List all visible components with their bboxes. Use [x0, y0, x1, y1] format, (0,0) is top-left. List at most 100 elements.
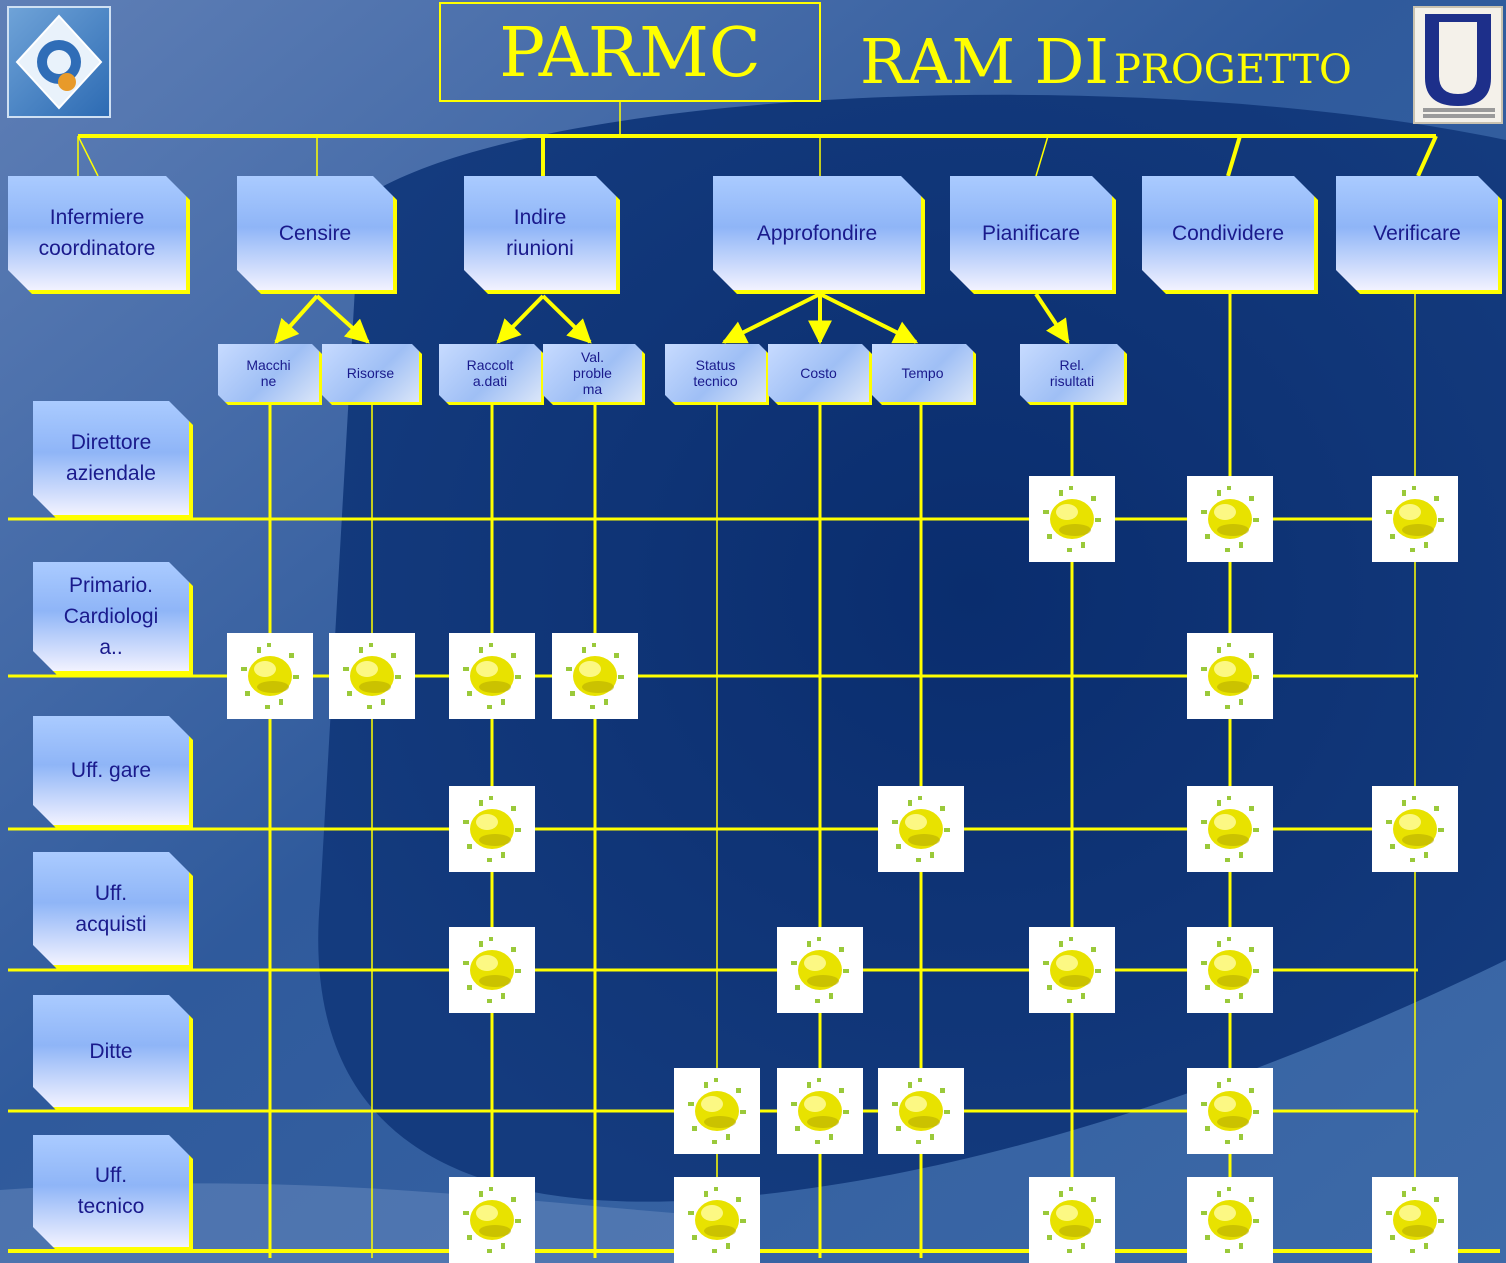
- role-primario-label-line: Cardiologi: [63, 605, 159, 628]
- subtask-tempo-label-line: Tempo: [901, 365, 944, 381]
- role-acquisti-label-line: Uff.: [94, 881, 128, 905]
- role-acquisti: Uff. acquisti: [33, 852, 193, 969]
- action-header-condividere: Condividere: [1142, 176, 1318, 294]
- assignment-marker-icon: [674, 1068, 760, 1154]
- assignment-marker-icon: [1187, 633, 1273, 719]
- role-acquisti-label: Uff. acquisti: [75, 878, 146, 940]
- assignment-marker-icon: [1187, 1068, 1273, 1154]
- action-header-indire-label-line: riunioni: [506, 237, 574, 260]
- action-header-indire: Indire riunioni: [464, 176, 620, 294]
- bus-drop-pianificare: [1035, 135, 1049, 177]
- role-acquisti-label-line: acquisti: [75, 912, 147, 936]
- assignment-marker-icon: [878, 1068, 964, 1154]
- role-tecnico-label-line: tecnico: [77, 1195, 145, 1218]
- role-direttore-label-line: Direttore: [70, 431, 152, 454]
- title-ram: RAM DI PROGETTO: [860, 22, 1380, 118]
- action-header-pianificare: Pianificare: [950, 176, 1116, 294]
- title-ram-big: RAM DI: [860, 25, 1109, 98]
- role-primario-label: Primario. Cardiologi a..: [64, 570, 159, 663]
- subtask-tempo-label: Tempo: [901, 365, 943, 381]
- role-direttore-label-line: aziendale: [66, 462, 156, 485]
- action-header-censire-label-line: Censire: [278, 221, 352, 245]
- subtask-valproblema-label-line: proble: [573, 365, 612, 381]
- action-header-approfondire-label: Approfondire: [757, 218, 877, 249]
- bus-drop-infermiere-diag: [77, 135, 99, 177]
- action-header-indire-label-line: Indire: [513, 206, 567, 229]
- subtask-risorse-label-line: Risorse: [346, 365, 395, 381]
- role-primario-label-line: Primario.: [68, 574, 153, 597]
- subtask-risorse-label: Risorse: [347, 365, 394, 381]
- subtask-raccolta-label-line: Raccolt: [466, 357, 514, 373]
- title-parmc: PARMC: [499, 14, 761, 93]
- assignment-marker-icon: [674, 1177, 760, 1263]
- action-header-indire-label: Indire riunioni: [506, 202, 574, 264]
- assignment-marker-icon: [878, 786, 964, 872]
- subtask-valproblema-label-line: Val.: [580, 349, 605, 365]
- left-logo: [7, 6, 111, 118]
- subtask-relrisultati: Rel.risultati: [1020, 344, 1127, 405]
- assignment-marker-icon: [1029, 476, 1115, 562]
- assignment-marker-icon: [449, 927, 535, 1013]
- role-direttore: Direttore aziendale: [33, 401, 193, 519]
- assignment-marker-icon: [329, 633, 415, 719]
- role-ditte-label: Ditte: [89, 1036, 132, 1067]
- arrow-indire-raccolta: [496, 294, 545, 344]
- subtask-status-label-line: Status: [695, 357, 736, 373]
- subtask-raccolta-label-line: a.dati: [472, 373, 508, 389]
- role-primario-label-line: a..: [99, 636, 123, 659]
- right-logo: [1413, 6, 1503, 124]
- action-header-infermiere-label-line: coordinatore: [38, 237, 156, 260]
- bus-drop-verificare: [1416, 135, 1438, 177]
- subtask-relrisultati-label-line: risultati: [1049, 373, 1095, 389]
- subtask-costo: Costo: [768, 344, 872, 405]
- subtask-macchine-label-line: ne: [260, 373, 277, 389]
- action-header-condividere-label-line: Condividere: [1171, 221, 1285, 245]
- assignment-marker-icon: [777, 927, 863, 1013]
- subtask-relrisultati-label: Rel.risultati: [1050, 357, 1094, 389]
- role-gare-label-line: Uff. gare: [70, 759, 152, 782]
- assignment-marker-icon: [552, 633, 638, 719]
- assignment-marker-icon: [449, 633, 535, 719]
- subtask-tempo: Tempo: [872, 344, 976, 405]
- subtask-status-label-line: tecnico: [693, 373, 738, 389]
- subtask-costo-label-line: Costo: [800, 365, 837, 381]
- arrow-pianificare-relrisultati: [1034, 292, 1070, 344]
- action-header-censire: Censire: [237, 176, 397, 294]
- bus-drop-condividere: [1226, 135, 1242, 177]
- role-tecnico: Uff. tecnico: [33, 1135, 193, 1251]
- assignment-marker-icon: [449, 786, 535, 872]
- assignment-marker-icon: [1187, 1177, 1273, 1263]
- role-ditte: Ditte: [33, 995, 193, 1111]
- action-header-verificare-label-line: Verificare: [1373, 221, 1461, 245]
- arrow-censire-macchine: [274, 294, 319, 344]
- action-header-pianificare-label-line: Pianificare: [981, 221, 1081, 245]
- action-header-infermiere-label-line: Infermiere: [49, 206, 145, 229]
- subtask-costo-label: Costo: [800, 365, 837, 381]
- assignment-marker-icon: [1372, 476, 1458, 562]
- assignment-marker-icon: [1187, 476, 1273, 562]
- role-primario: Primario. Cardiologi a..: [33, 562, 193, 675]
- assignment-marker-icon: [227, 633, 313, 719]
- role-gare: Uff. gare: [33, 716, 193, 829]
- assignment-marker-icon: [1029, 927, 1115, 1013]
- assignment-marker-icon: [1187, 786, 1273, 872]
- role-ditte-label-line: Ditte: [89, 1039, 133, 1063]
- assignment-marker-icon: [1187, 927, 1273, 1013]
- arrow-approfondire-tempo: [819, 292, 919, 344]
- action-header-verificare: Verificare: [1336, 176, 1502, 294]
- action-header-approfondire-label-line: Approfondire: [756, 221, 878, 245]
- role-tecnico-label: Uff. tecnico: [78, 1160, 145, 1222]
- assignment-marker-icon: [1372, 1177, 1458, 1263]
- role-tecnico-label-line: Uff.: [94, 1164, 128, 1187]
- subtask-macchine-label-line: Macchi: [246, 357, 291, 373]
- assignment-marker-icon: [777, 1068, 863, 1154]
- assignment-marker-icon: [449, 1177, 535, 1263]
- arrow-censire-risorse: [315, 294, 370, 344]
